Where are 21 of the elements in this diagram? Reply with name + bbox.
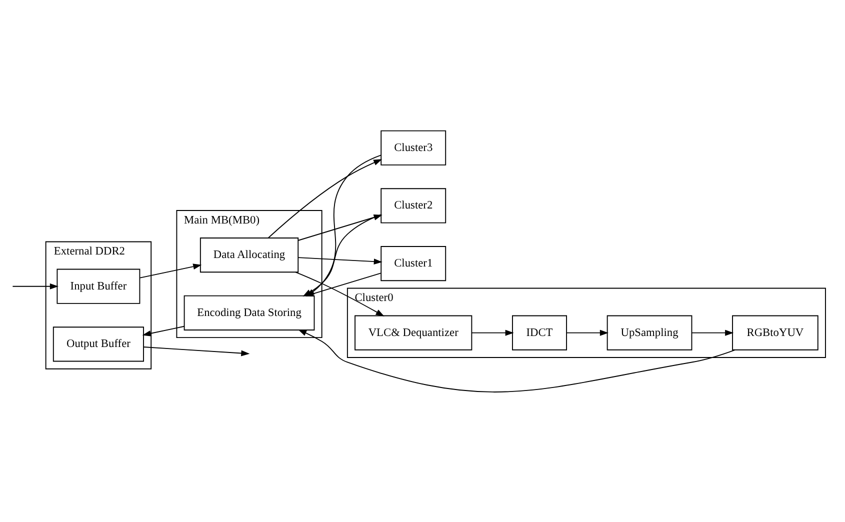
arrow xyxy=(471,329,514,336)
node-box: Data Allocating xyxy=(200,237,299,272)
node-box: Output Buffer xyxy=(52,326,144,362)
node-box: VLC& Dequantizer xyxy=(354,314,472,350)
arrow xyxy=(692,329,734,336)
node-box: Cluster3 xyxy=(380,130,446,165)
node-box: Encoding Data Storing xyxy=(184,294,315,330)
arrow xyxy=(143,346,250,356)
arrow xyxy=(566,329,608,336)
arrow xyxy=(298,329,736,392)
node-box: Input Buffer xyxy=(56,268,140,304)
arrow xyxy=(295,271,384,316)
node-box: Cluster1 xyxy=(380,246,446,281)
arrow xyxy=(298,256,382,264)
node-box: RGBtoYUV xyxy=(732,314,818,350)
arrow xyxy=(142,325,185,336)
node-box: UpSampling xyxy=(606,314,692,350)
node-box: Cluster2 xyxy=(380,188,446,223)
arrow xyxy=(140,263,202,278)
node-box: IDCT xyxy=(512,314,567,350)
arrow xyxy=(12,282,58,289)
